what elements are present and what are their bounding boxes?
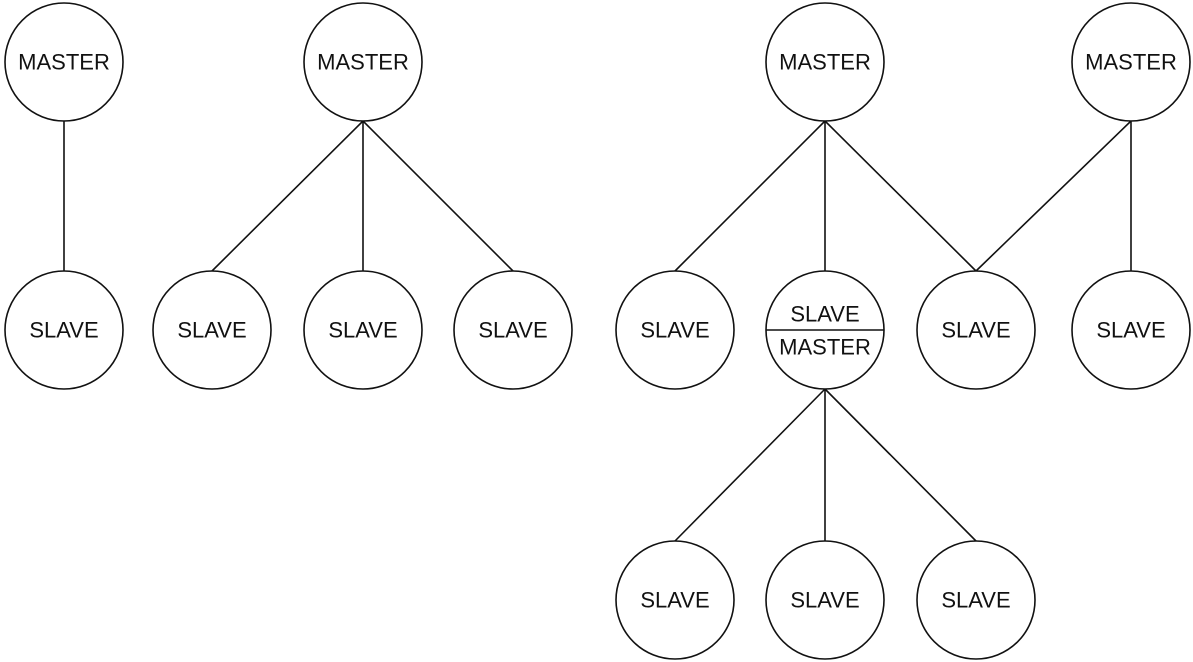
connector-line-m2-s2c (362, 120, 514, 272)
master-node-m1: MASTER (4, 2, 124, 122)
node-circle (303, 2, 423, 122)
node-circle (615, 540, 735, 660)
node-label-bottom: MASTER (779, 335, 871, 360)
node-label: SLAVE (640, 318, 709, 343)
slave-node-s2b: SLAVE (303, 270, 423, 390)
master-node-m2: MASTER (303, 2, 423, 122)
node-circle (4, 2, 124, 122)
connector-line-sm3-s5a (674, 388, 826, 542)
slave-node-s3c: SLAVE (916, 270, 1036, 390)
node-circle (1071, 270, 1191, 390)
node-circle (916, 540, 1036, 660)
edge-layer (63, 120, 1132, 542)
node-label: MASTER (18, 50, 110, 75)
node-label: SLAVE (790, 588, 859, 613)
node-circle (765, 2, 885, 122)
node-circle (453, 270, 573, 390)
node-label: MASTER (1085, 50, 1177, 75)
node-label: SLAVE (177, 318, 246, 343)
node-label-top: SLAVE (790, 302, 859, 327)
connector-line-sm3-s5c (824, 388, 977, 542)
node-layer: MASTER SLAVE MASTER SLAVE SLAVE SLAVE MASTER MA… (4, 2, 1191, 660)
master-node-m4: MASTER (1071, 2, 1191, 122)
node-circle (1071, 2, 1191, 122)
slave-master-node-sm3: SLAVE MASTER (765, 270, 885, 390)
node-label: MASTER (779, 50, 871, 75)
slave-node-s3a: SLAVE (615, 270, 735, 390)
slave-node-s4: SLAVE (1071, 270, 1191, 390)
node-label: SLAVE (640, 588, 709, 613)
node-label: SLAVE (29, 318, 98, 343)
node-circle (916, 270, 1036, 390)
connector-line-m3-s3a (674, 120, 826, 272)
connector-line-m3-s3c (824, 120, 977, 272)
node-label: SLAVE (1096, 318, 1165, 343)
connector-line-m4-s3c (975, 120, 1132, 272)
node-label: SLAVE (941, 588, 1010, 613)
connector-line-m2-s2a (211, 120, 364, 272)
master-node-m3: MASTER (765, 2, 885, 122)
node-circle (765, 540, 885, 660)
node-label: SLAVE (478, 318, 547, 343)
slave-node-s1: SLAVE (4, 270, 124, 390)
slave-node-s2c: SLAVE (453, 270, 573, 390)
slave-node-s5a: SLAVE (615, 540, 735, 660)
node-circle (152, 270, 272, 390)
slave-node-s2a: SLAVE (152, 270, 272, 390)
node-label: SLAVE (941, 318, 1010, 343)
slave-node-s5b: SLAVE (765, 540, 885, 660)
node-label: MASTER (317, 50, 409, 75)
node-circle (303, 270, 423, 390)
node-circle (615, 270, 735, 390)
slave-node-s5c: SLAVE (916, 540, 1036, 660)
node-label: SLAVE (328, 318, 397, 343)
node-circle (4, 270, 124, 390)
